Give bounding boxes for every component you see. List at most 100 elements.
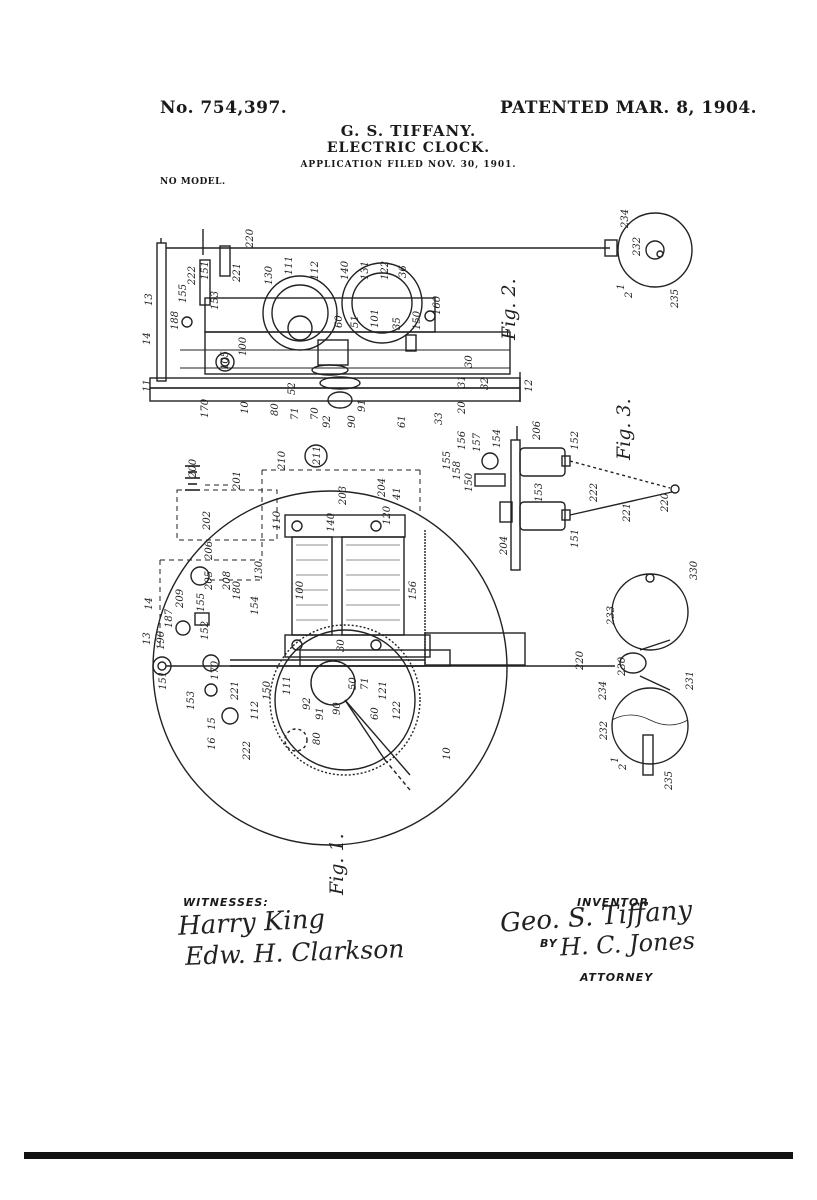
ref-numeral: 91	[357, 399, 368, 412]
ref-numeral: 221	[622, 503, 633, 523]
application-filed-date: APPLICATION FILED NOV. 30, 1901.	[300, 160, 517, 170]
ref-numeral: 155	[196, 593, 207, 612]
ref-numeral: 202	[202, 511, 213, 531]
ref-numeral: 90	[347, 415, 358, 428]
ref-numeral: 111	[284, 256, 295, 275]
ref-numeral: 13	[142, 632, 153, 645]
ref-numeral: 80	[312, 732, 323, 745]
ref-numeral: 112	[250, 701, 261, 720]
attorney-label: ATTORNEY	[580, 971, 654, 984]
ref-numeral: 140	[326, 512, 337, 532]
ref-numeral: 200	[188, 458, 199, 479]
ref-numeral: 152	[200, 621, 211, 640]
ref-numeral: 188	[170, 311, 181, 330]
ref-numeral: 80	[270, 403, 281, 416]
ref-numeral: 92	[302, 697, 313, 710]
ref-numeral: 160	[432, 295, 443, 315]
ref-numeral: 50	[348, 677, 359, 690]
ref-numeral: 153	[534, 483, 545, 502]
ref-numeral: 92	[322, 415, 333, 428]
ref-numeral: 203	[338, 486, 349, 506]
ref-numeral: 110	[272, 510, 283, 530]
ref-numeral: 201	[232, 471, 243, 491]
ref-numeral: 204	[499, 536, 510, 556]
ref-numeral: 30	[464, 355, 475, 368]
ref-numeral: 220	[575, 650, 586, 671]
ref-numeral: 61	[397, 415, 408, 428]
ref-numeral: 130	[254, 560, 265, 580]
ref-numeral: 90	[332, 702, 343, 715]
ref-numeral: 91	[315, 707, 326, 720]
fig1-drawing	[152, 444, 689, 846]
patent-date: PATENTED MAR. 8, 1904.	[500, 98, 758, 118]
ref-numeral: 151	[158, 671, 169, 690]
ref-numeral: 12	[524, 379, 535, 392]
ref-numeral: 158	[452, 461, 463, 480]
ref-numeral: 10	[442, 747, 453, 760]
ref-numeral: 230	[617, 656, 628, 677]
ref-numeral: 180	[232, 580, 243, 600]
fig3-drawing	[474, 426, 680, 571]
ref-numeral: 205	[204, 571, 215, 591]
ref-numeral: 190	[156, 630, 167, 650]
ref-numeral: 151	[570, 529, 581, 548]
ref-numeral: 152	[570, 431, 581, 450]
ref-numeral: 60	[370, 707, 381, 720]
ref-numeral: 234	[620, 209, 631, 229]
ref-numeral: 231	[685, 671, 696, 691]
inventor-label: INVENTOR	[577, 896, 649, 909]
ref-numeral: 232	[632, 237, 643, 257]
ref-numeral: 71	[360, 677, 371, 690]
ref-numeral: 2	[624, 292, 635, 299]
ref-numeral: 70	[310, 407, 321, 420]
ref-numeral: 16	[207, 737, 218, 750]
ref-numeral: 220	[245, 228, 256, 249]
ref-numeral: 154	[492, 429, 503, 448]
by-label: BY	[540, 937, 558, 950]
ref-numeral: 221	[230, 681, 241, 701]
ref-numeral: 31	[457, 375, 468, 388]
ref-numeral: 20	[457, 401, 468, 415]
ref-numeral: 121	[378, 681, 389, 700]
ref-numeral: 35	[392, 317, 403, 330]
ref-numeral: 10	[240, 401, 251, 414]
ref-numeral: 220	[660, 492, 671, 513]
ref-numeral: 100	[295, 580, 306, 600]
ref-numeral: 11	[142, 379, 153, 392]
fig2-drawing	[149, 212, 693, 409]
ref-numeral: 153	[210, 291, 221, 310]
ref-numeral: 60	[334, 315, 345, 328]
ref-numeral: 232	[599, 721, 610, 741]
ref-numeral: 14	[142, 332, 153, 345]
ref-numeral: 204	[377, 478, 388, 498]
ref-numeral: 209	[175, 588, 186, 609]
fig2-label: Fig. 2.	[498, 278, 520, 341]
ref-numeral: 154	[250, 596, 261, 615]
ref-numeral: 187	[164, 608, 175, 628]
ref-numeral: 140	[340, 260, 351, 280]
ref-numeral: 222	[187, 266, 198, 286]
ref-numeral: 120	[382, 505, 393, 525]
ref-numeral: 151	[200, 261, 211, 280]
ref-numeral: 234	[598, 681, 609, 701]
ref-numeral: 150	[464, 472, 475, 492]
ref-numeral: 153	[186, 691, 197, 710]
ref-numeral: 100	[238, 336, 249, 356]
ref-numeral: 235	[670, 289, 681, 309]
ref-numeral: 155	[178, 284, 189, 303]
ref-numeral: 14	[144, 597, 155, 610]
ref-numeral: 206	[532, 420, 543, 441]
ref-numeral: 222	[242, 741, 253, 761]
ref-numeral: 1	[610, 757, 621, 763]
ref-numeral: 210	[277, 450, 288, 471]
ref-numeral: 208	[222, 571, 233, 591]
ref-numeral: 235	[664, 771, 675, 791]
ref-numeral: 156	[408, 580, 419, 600]
ref-numeral: 33	[434, 412, 445, 425]
ref-numeral: 170	[200, 398, 211, 418]
ref-numeral: 122	[392, 701, 403, 720]
ref-numeral: 150	[262, 680, 273, 700]
ref-numeral: 150	[412, 310, 423, 330]
ref-numeral: 13	[144, 293, 155, 306]
ref-numeral: 30	[336, 639, 347, 652]
